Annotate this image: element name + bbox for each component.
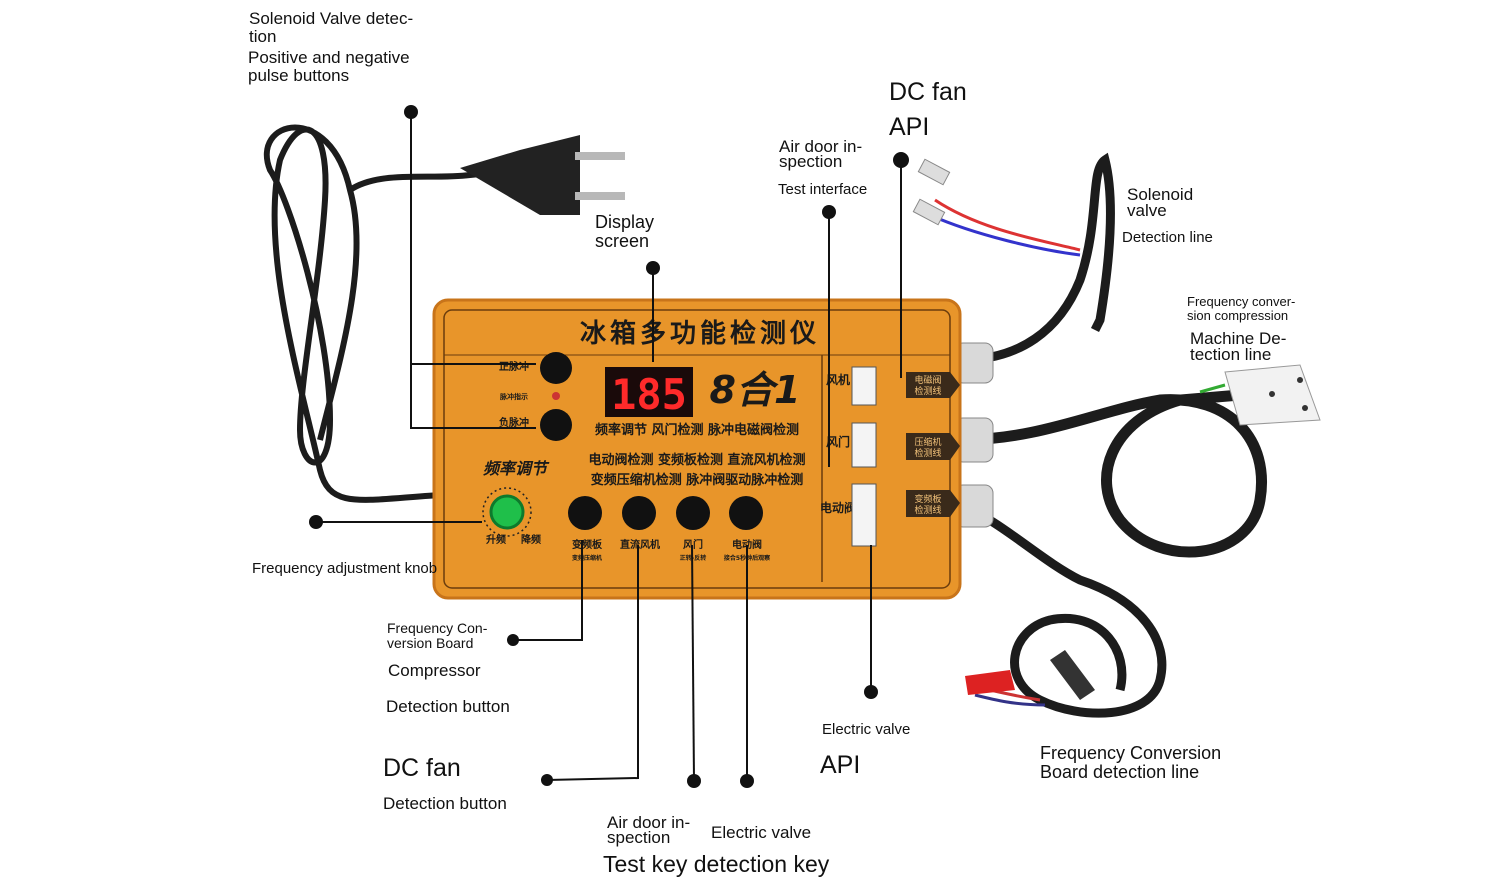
svg-text:负脉冲: 负脉冲	[499, 416, 529, 429]
svg-text:变频板: 变频板	[914, 493, 941, 505]
badge-8in1: 8合1	[710, 368, 801, 412]
label-pulse-buttons: Positive and negative pulse buttons	[248, 48, 410, 85]
air-door-port	[851, 422, 877, 468]
svg-text:检测线: 检测线	[914, 504, 941, 516]
callout-lines	[316, 112, 902, 782]
label-detection-line: Detection line	[1122, 229, 1213, 246]
label-electric-valve-api-2: API	[820, 751, 861, 779]
compressor-cable	[959, 389, 1267, 558]
label-air-door-inspection: Air door in- spection	[779, 137, 863, 172]
label-solenoid-valve: Solenoid valve	[1127, 185, 1194, 221]
label-solenoid-detection: Solenoid Valve detec- tion	[249, 9, 414, 46]
label-dc-fan-api: DC fan API	[889, 78, 967, 141]
label-display-screen: Display screen	[595, 212, 655, 251]
svg-text:压缩机: 压缩机	[914, 436, 941, 448]
power-plug	[460, 135, 625, 215]
display-screen	[605, 367, 693, 417]
feature-row-3: 变频压缩机检测 脉冲阀驱动脉冲检测	[591, 472, 804, 488]
label-fcb-compressor-2: Compressor	[388, 661, 481, 680]
label-dc-fan: DC fan	[383, 754, 461, 782]
board-detect-button	[568, 496, 602, 530]
label-detection-button-1: Detection button	[386, 697, 510, 716]
svg-text:电动阀: 电动阀	[820, 500, 856, 515]
label-electric-valve-bottom: Electric valve	[711, 823, 812, 842]
svg-text:风机: 风机	[826, 372, 850, 387]
board-cable	[958, 500, 1167, 718]
label-test-interface: Test interface	[778, 181, 868, 198]
device-title: 冰箱多功能检测仪	[580, 318, 820, 349]
frequency-knob	[489, 494, 525, 530]
svg-text:直流风机: 直流风机	[620, 538, 660, 551]
dc-fan-port	[851, 366, 877, 406]
solenoid-cable	[959, 152, 1115, 365]
svg-text:变频压缩机: 变频压缩机	[572, 554, 602, 562]
display-value: 185	[611, 370, 687, 419]
svg-text:风门: 风门	[826, 434, 850, 449]
svg-text:脉冲指示: 脉冲指示	[499, 392, 528, 401]
label-machine-detection-line: Machine De- tection line	[1190, 329, 1287, 364]
compressor-connector	[1224, 364, 1321, 426]
electric-valve-detect-button	[729, 496, 763, 530]
pulse-indicator-led	[552, 392, 560, 400]
positive-pulse-button	[540, 352, 572, 384]
label-freq-conv-compression: Frequency conver- sion compression	[1187, 294, 1296, 324]
svg-text:电动阀: 电动阀	[732, 538, 762, 551]
svg-text:升频: 升频	[486, 533, 506, 546]
label-fcb-compressor-1: Frequency Con- version Board	[387, 620, 488, 652]
feature-row-2: 电动阀检测 变频板检测 直流风机检测	[588, 452, 805, 468]
label-freq-knob: Frequency adjustment knob	[252, 560, 438, 577]
svg-text:风门: 风门	[683, 538, 703, 551]
power-cord	[263, 124, 441, 503]
svg-text:变频板: 变频板	[572, 538, 603, 551]
out-label-1: 电磁阀	[914, 374, 941, 386]
svg-text:频率调节: 频率调节	[483, 459, 550, 478]
svg-text:降频: 降频	[521, 533, 541, 546]
svg-text:检测线: 检测线	[914, 447, 941, 459]
dc-fan-detect-button	[622, 496, 656, 530]
label-electric-valve-api-1: Electric valve	[822, 721, 911, 738]
label-air-door-inspection-2: Air door in- spection	[607, 813, 691, 848]
feature-row-1: 频率调节 风门检测 脉冲电磁阀检测	[595, 422, 799, 438]
label-fcb-detection-line: Frequency Conversion Board detection lin…	[1040, 743, 1222, 782]
electric-valve-port	[851, 483, 877, 547]
callout-dots	[309, 105, 909, 788]
label-detection-button-2: Detection button	[383, 794, 507, 813]
label-test-key: Test key detection key	[603, 851, 830, 877]
svg-text:检测线: 检测线	[914, 385, 941, 397]
air-door-detect-button	[676, 496, 710, 530]
svg-text:正脉冲: 正脉冲	[499, 360, 529, 373]
negative-pulse-button	[540, 409, 572, 441]
